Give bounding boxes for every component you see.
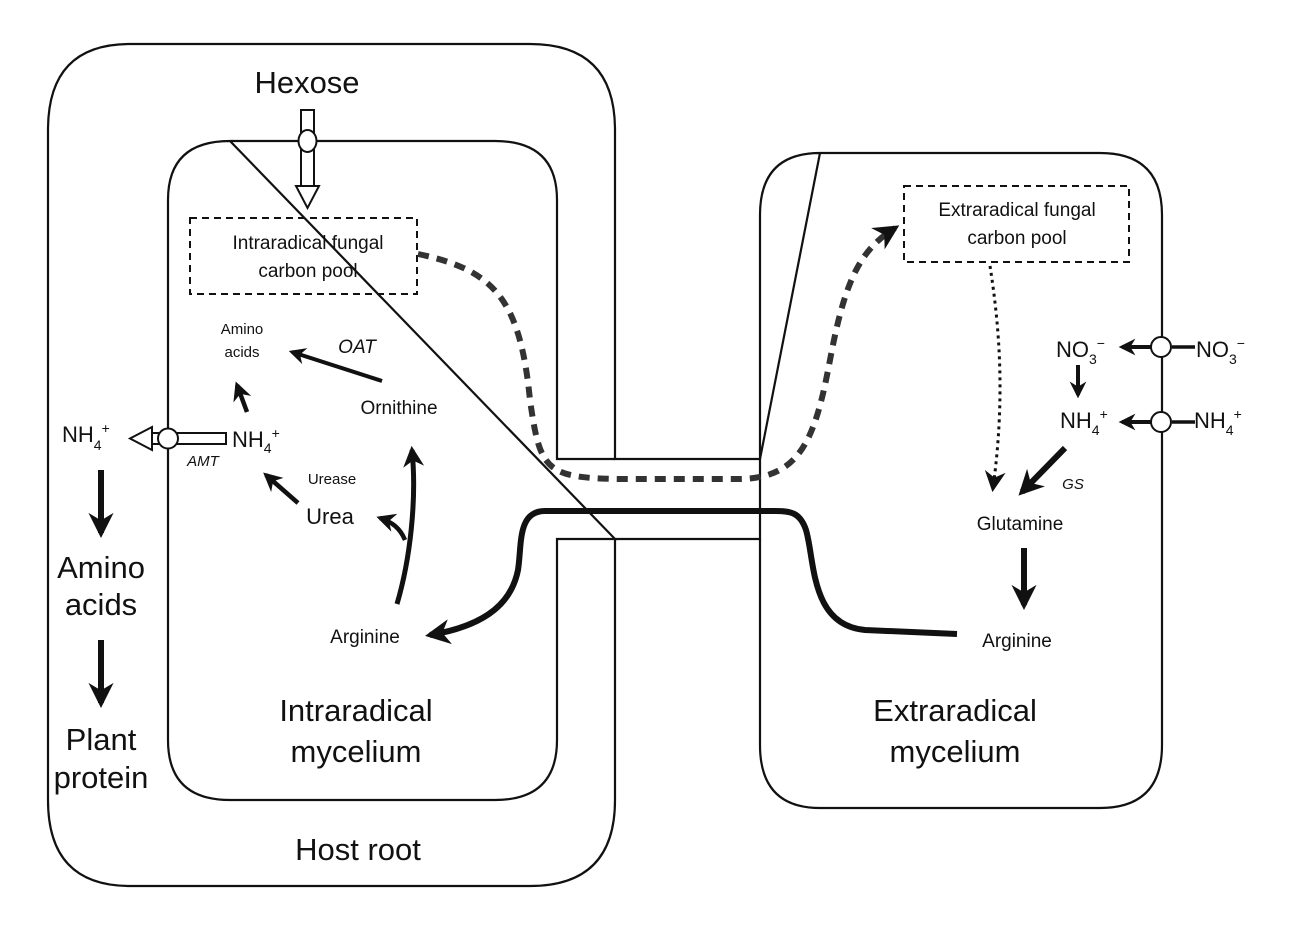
- extraradical-pool-label-line1: Extraradical fungal: [938, 200, 1095, 221]
- nh4-root-label: NH4+: [62, 420, 110, 453]
- plant-protein-line1: Plant: [66, 722, 137, 757]
- arrow-arginine-to-ornithine: [394, 445, 425, 605]
- intraradical-pool-label-line2: carbon pool: [258, 261, 357, 282]
- extraradical-mycelium-outline: [758, 151, 1164, 810]
- amino-acids-root-line2: acids: [65, 587, 137, 622]
- extraradical-carbon-pool-box: [903, 185, 1130, 263]
- host-root-label: Host root: [295, 832, 421, 867]
- amt-label: AMT: [186, 453, 221, 470]
- arginine-intra-label: Arginine: [330, 627, 400, 648]
- extraradical-mycelium-line2: mycelium: [890, 734, 1021, 769]
- extraradical-pool-to-glutamine: [984, 265, 1006, 493]
- arrow-arginine-to-urea: [376, 513, 408, 541]
- intraradical-mycelium-outline: [166, 139, 618, 802]
- hexose-label: Hexose: [254, 65, 359, 100]
- nh4-extra-outer-label: NH4+: [1194, 406, 1242, 438]
- no3-outer-label: NO3−: [1196, 335, 1245, 367]
- extraradical-pool-label-line2: carbon pool: [967, 228, 1066, 249]
- amino-acids-small-line1: Amino: [221, 321, 264, 338]
- arginine-transport-line: [425, 508, 958, 645]
- no3-transporter: [1118, 336, 1195, 358]
- intraradical-mycelium-line2: mycelium: [291, 734, 422, 769]
- intraradical-mycelium-line1: Intraradical: [279, 693, 432, 728]
- no3-inner-label: NO3−: [1056, 335, 1105, 367]
- gs-label: GS: [1062, 476, 1084, 493]
- intraradical-carbon-pool-box: [189, 217, 418, 295]
- glutamine-label: Glutamine: [977, 514, 1064, 535]
- intraradical-pool-label-line1: Intraradical fungal: [232, 233, 383, 254]
- amino-acids-small-line2: acids: [224, 344, 259, 361]
- host-root-outline: [46, 42, 762, 888]
- ornithine-intra-label: Ornithine: [360, 398, 437, 419]
- extraradical-mycelium-line1: Extraradical: [873, 693, 1037, 728]
- amt-transporter: [127, 425, 227, 452]
- nh4-transporter: [1118, 411, 1195, 433]
- urea-label: Urea: [306, 504, 354, 529]
- oat-label: OAT: [338, 337, 377, 358]
- carbon-transfer-dotted-line: [417, 225, 900, 482]
- amino-acids-root-line1: Amino: [57, 550, 145, 585]
- arrow-ornithine-to-amino-acids: [288, 348, 383, 383]
- urease-label: Urease: [308, 471, 356, 488]
- arginine-extra-label: Arginine: [982, 631, 1052, 652]
- plant-protein-line2: protein: [54, 760, 149, 795]
- hexose-transporter: [294, 109, 321, 211]
- nh4-extra-inner-label: NH4+: [1060, 406, 1108, 438]
- nh4-intra-label: NH4+: [232, 425, 280, 456]
- arrow-nh4-to-glutamine: [1018, 445, 1068, 496]
- arrow-nh4-to-amino-acids: [233, 381, 252, 413]
- arrow-urea-to-nh4: [263, 472, 300, 505]
